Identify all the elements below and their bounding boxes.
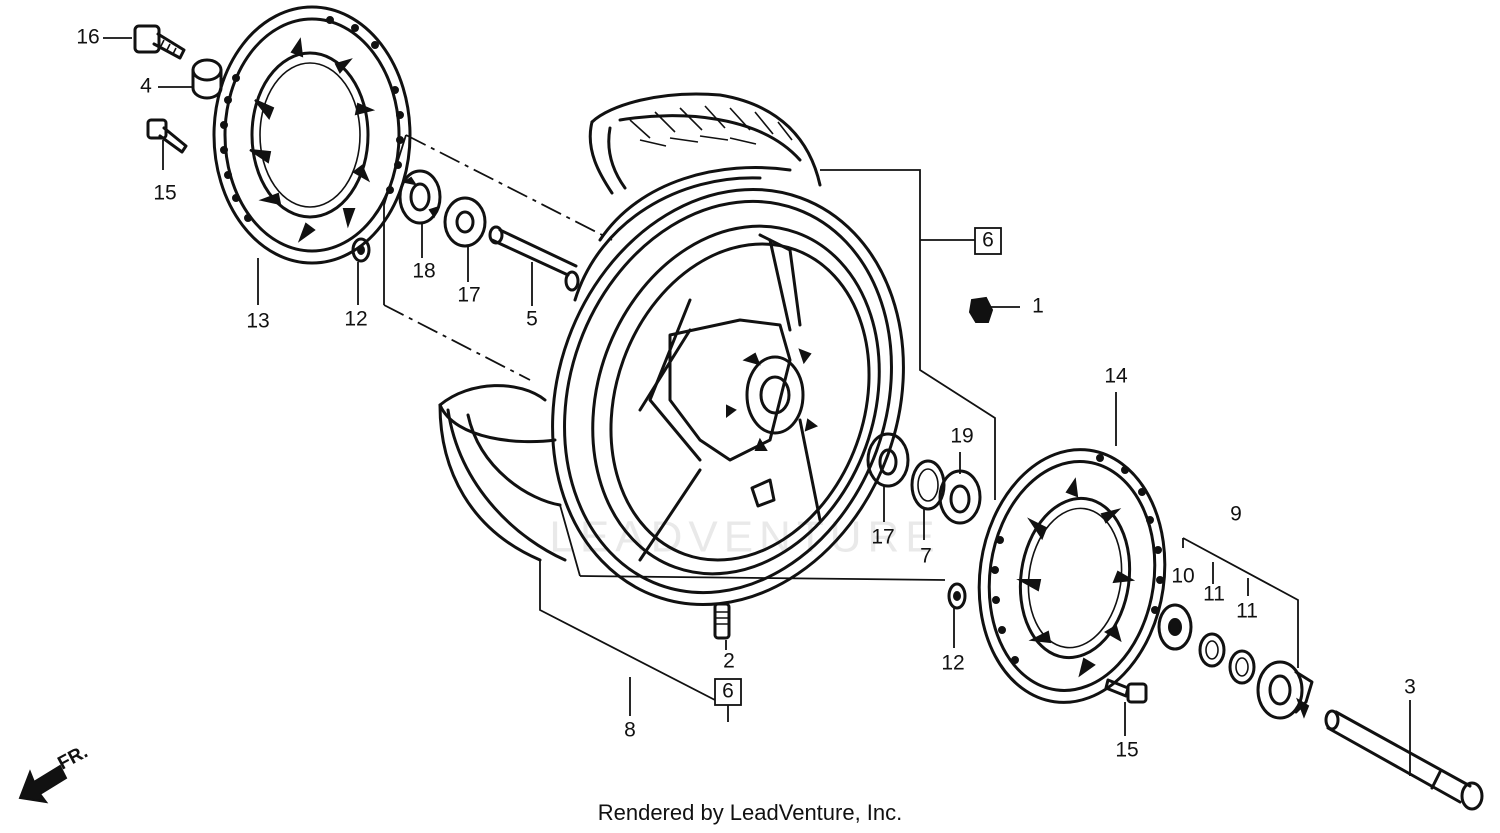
disc-bolt-15-right <box>1104 678 1148 704</box>
disc-bolt-15-left <box>146 118 188 154</box>
wheel-rim <box>551 166 905 607</box>
callout-6-top-box <box>974 227 1002 255</box>
circlip-7 <box>910 459 946 511</box>
tire <box>438 92 822 562</box>
front-direction-indicator: FR. <box>18 742 91 804</box>
disc-bolt-16 <box>133 24 186 60</box>
callout-1: 1 <box>1032 295 1044 318</box>
callout-9: 9 <box>1230 503 1242 526</box>
callout-7: 7 <box>920 545 932 568</box>
oil-seal-11-b <box>1228 649 1256 685</box>
callout-17-left: 17 <box>457 284 480 307</box>
watermark: LEADVENTURE <box>549 513 940 562</box>
callout-6-bottom-box <box>714 678 742 706</box>
callout-19: 19 <box>950 425 973 448</box>
assembly-leaders <box>103 37 1411 776</box>
bolt-1 <box>968 296 994 323</box>
nut-12-right <box>947 582 967 610</box>
callout-labels: 16 4 15 13 12 18 17 5 6 1 14 19 17 7 9 1… <box>76 26 1416 762</box>
callout-5: 5 <box>526 308 538 331</box>
callout-11-a: 11 <box>1203 583 1225 606</box>
distance-collar-5 <box>488 225 580 292</box>
left-brake-disc <box>212 5 412 265</box>
callout-10: 10 <box>1171 565 1194 588</box>
bearing-17-right <box>866 432 910 488</box>
callout-15-right: 15 <box>1115 739 1138 762</box>
callout-3: 3 <box>1404 676 1416 699</box>
oil-seal-11-a <box>1198 632 1226 668</box>
callout-12-left: 12 <box>344 308 367 331</box>
bearing-17-left <box>443 196 487 248</box>
callout-8: 8 <box>624 719 636 742</box>
callout-6-bottom: 6 <box>722 680 734 703</box>
callout-15-left: 15 <box>153 182 176 205</box>
valve-2 <box>713 602 731 640</box>
front-arrow-icon <box>18 764 68 804</box>
bearing-18 <box>398 169 442 225</box>
right-brake-disc <box>977 448 1167 704</box>
callout-11-b: 11 <box>1236 600 1258 623</box>
dust-seal-19 <box>938 469 982 525</box>
callout-12-right: 12 <box>941 652 964 675</box>
callout-2: 2 <box>723 650 735 673</box>
speedometer-gear-10 <box>1157 603 1193 651</box>
collar-4 <box>191 58 223 100</box>
speedometer-gearbox-9 <box>1256 660 1314 720</box>
callout-13: 13 <box>246 310 269 333</box>
callout-6-top: 6 <box>982 229 994 252</box>
callout-4: 4 <box>140 75 152 98</box>
nut-12-left <box>351 237 371 263</box>
callout-14: 14 <box>1104 365 1128 388</box>
front-axle-3 <box>1324 709 1484 811</box>
callout-17-right: 17 <box>871 526 894 549</box>
callout-16: 16 <box>76 26 99 49</box>
footer-credit: Rendered by LeadVenture, Inc. <box>597 800 903 825</box>
callout-18: 18 <box>412 260 435 283</box>
